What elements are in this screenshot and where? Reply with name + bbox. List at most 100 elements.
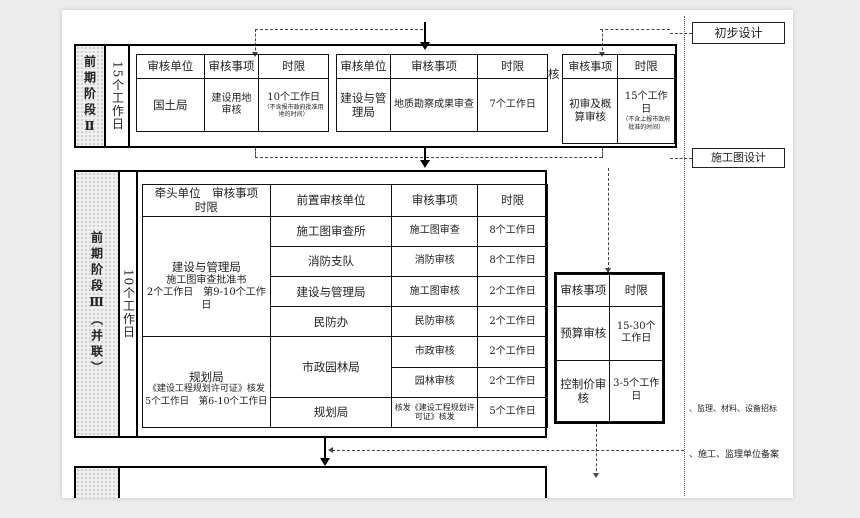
stage-3-block: 前期阶段Ⅲ（并联） 10个工作日 牵头单位 审核事项 时限 前置审核单位 审核事… [74, 170, 548, 438]
dashed-arrow-icon [328, 447, 333, 453]
review-time: 10个工作日 [267, 91, 321, 103]
review-time-note: （不含上报市政府批准的时间） [622, 116, 671, 131]
flowchart-page: 初步设计 施工图设计 、监理、材料、设备招标 、施工、监理单位备案 前期阶段Ⅱ … [62, 10, 793, 498]
flow-line [424, 22, 426, 46]
lead-item: 《建设工程规划许可证》核发 [147, 384, 265, 395]
pre-review-unit: 市政园林局 [269, 336, 393, 398]
stage-2-sidebar-label: 前期阶段Ⅱ [76, 46, 106, 146]
table-header-fragment: 核 [548, 67, 560, 81]
review-item: 核发《建设工程规划许可证》核发 [391, 396, 479, 429]
dashed-connector [332, 450, 684, 451]
lead-unit: 规划局 [189, 369, 224, 384]
review-time: 5个工作日 [477, 396, 548, 429]
pre-review-unit: 施工图审查所 [269, 215, 393, 248]
stage-4-sidebar [76, 468, 120, 498]
review-item: 初审及概算审核 [561, 78, 619, 144]
table-header: 时限 [617, 54, 675, 79]
stage-3-parallel-table: 牵头单位 审核事项 时限 前置审核单位 审核事项 时限 建设与管理局 施工图审查… [142, 184, 548, 429]
dashed-connector [602, 29, 603, 55]
clipped-text-tendering: 、监理、材料、设备招标 [689, 404, 777, 413]
table-header: 时限 [609, 274, 663, 307]
table-header: 审核单位 [336, 54, 391, 79]
clipped-text-filing: 、施工、监理单位备案 [689, 450, 780, 460]
dashed-arrow-icon [593, 473, 599, 478]
dashed-connector [608, 168, 609, 270]
table-header: 审核事项 [203, 54, 260, 79]
lead-unit: 建设与管理局 [171, 260, 241, 275]
table-header: 审核事项 [389, 54, 479, 79]
review-time: 15个工作日 [624, 91, 668, 115]
review-item: 控制价审核 [555, 359, 611, 423]
review-time-note: （不含报市政府批准用地的时间） [263, 104, 324, 119]
table-header: 审核事项 [555, 274, 611, 307]
review-time: 3-5个工作日 [609, 359, 663, 423]
budget-review-block: 审核事项 时限 预算审核 15-30个工作日 控制价审核 3-5个工作日 [554, 272, 665, 424]
review-item: 市政审核 [391, 336, 479, 368]
stage-3-sidebar-label: 前期阶段Ⅲ（并联） [76, 172, 120, 436]
review-time: 8个工作日 [477, 246, 548, 278]
stage-2-table-land: 审核单位 审核事项 时限 国土局 建设用地审核 10个工作日 （不含报市政府批准… [136, 54, 329, 132]
table-header: 时限 [477, 184, 548, 217]
right-separator-line [684, 16, 685, 496]
dashed-connector [255, 157, 423, 158]
review-item: 地质勘察成果审查 [389, 78, 479, 132]
table-header: 审核单位 [136, 54, 205, 79]
construction-drawing-design-box: 施工图设计 [692, 148, 785, 168]
review-time: 2个工作日 [477, 366, 548, 398]
dashed-connector [602, 148, 603, 158]
table-header: 审核事项 [391, 184, 479, 217]
review-item: 园林审核 [391, 366, 479, 398]
review-time-cell: 10个工作日 （不含报市政府批准用地的时间） [258, 78, 329, 132]
dashed-connector [600, 29, 670, 30]
dashed-connector [255, 29, 423, 30]
table-header: 时限 [258, 54, 329, 79]
flow-arrow-icon [420, 160, 430, 168]
lead-unit-cell-construction: 建设与管理局 施工图审查批准书 2个工作日 第9-10个工作日 [142, 215, 271, 338]
pre-review-unit: 规划局 [269, 396, 393, 429]
table-header: 时限 [477, 54, 548, 79]
review-item: 消防审核 [391, 246, 479, 278]
stage-2-duration-cell: 15个工作日 [108, 46, 130, 146]
review-item: 预算审核 [555, 306, 611, 361]
review-time-cell: 15个工作日 （不含上报市政府批准的时间） [617, 78, 675, 144]
table-header: 审核事项 [561, 54, 619, 79]
connector-line [670, 158, 692, 159]
review-item: 民防审核 [391, 306, 479, 338]
review-unit: 国土局 [136, 78, 205, 132]
stage-3-duration: 10个工作日 [121, 269, 136, 339]
flow-arrow-icon [320, 458, 330, 466]
review-time: 8个工作日 [477, 215, 548, 248]
flow-line [424, 148, 426, 162]
pre-review-unit: 消防支队 [269, 246, 393, 278]
review-item: 施工图审查 [391, 215, 479, 248]
stage-4-block-partial [74, 466, 547, 498]
budget-review-table: 审核事项 时限 预算审核 15-30个工作日 控制价审核 3-5个工作日 [555, 274, 663, 423]
connector-line [670, 33, 692, 34]
review-time: 7个工作日 [477, 78, 548, 132]
dashed-connector [255, 148, 256, 158]
review-time: 2个工作日 [477, 336, 548, 368]
review-time: 15-30个工作日 [609, 306, 663, 361]
stage-2-table-geology: 审核单位 审核事项 时限 建设与管理局 地质勘察成果审查 7个工作日 [336, 54, 548, 132]
preliminary-design-box: 初步设计 [692, 22, 785, 44]
dashed-connector [426, 157, 602, 158]
lead-time: 2个工作日 第9-10个工作日 [146, 287, 266, 311]
dashed-arrow-icon [605, 268, 611, 273]
review-item: 建设用地审核 [203, 78, 260, 132]
lead-unit-cell-planning: 规划局 《建设工程规划许可证》核发 5个工作日 第6-10个工作日 [142, 336, 271, 428]
review-item: 施工图审核 [391, 276, 479, 308]
stage-2-block: 前期阶段Ⅱ 15个工作日 审核单位 审核事项 时限 国土局 建设用地审核 10个… [74, 44, 677, 148]
pre-review-unit: 民防办 [269, 306, 393, 338]
lead-item: 施工图审查批准书 [166, 274, 247, 286]
table-header-lead: 牵头单位 审核事项 时限 [142, 184, 271, 217]
table-header: 前置审核单位 [269, 184, 393, 217]
pre-review-unit: 建设与管理局 [269, 276, 393, 308]
stage-2-duration: 15个工作日 [110, 61, 125, 131]
dashed-connector [255, 29, 256, 55]
review-time: 2个工作日 [477, 276, 548, 308]
stage-3-duration-cell: 10个工作日 [122, 172, 138, 436]
review-time: 2个工作日 [477, 306, 548, 338]
review-unit: 建设与管理局 [336, 78, 391, 132]
stage-2-table-preliminary: 审核事项 时限 初审及概算审核 15个工作日 （不含上报市政府批准的时间） [561, 54, 675, 144]
flow-line [324, 438, 326, 462]
